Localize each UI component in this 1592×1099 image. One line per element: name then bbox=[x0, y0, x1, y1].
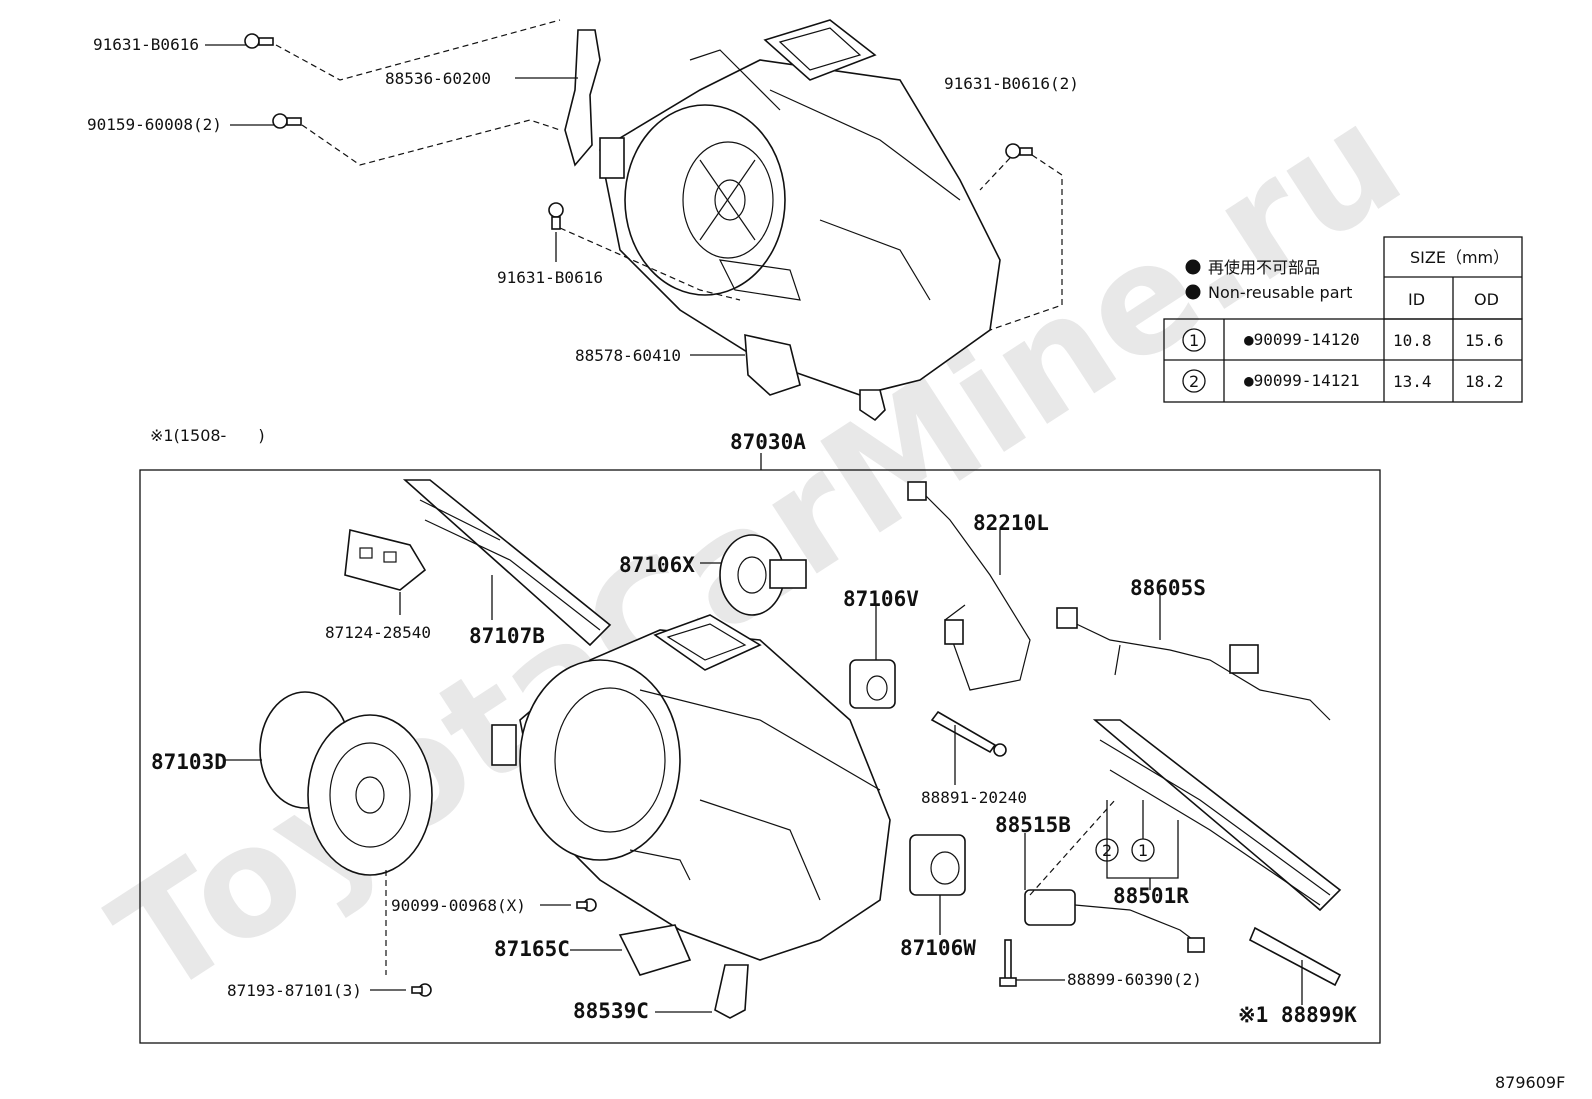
col-od: OD bbox=[1474, 290, 1499, 309]
part-label: 87107B bbox=[469, 624, 545, 648]
diagram-code: 879609F bbox=[1495, 1073, 1565, 1092]
part-label: 87106W bbox=[900, 936, 976, 960]
table-od: 18.2 bbox=[1465, 372, 1504, 391]
assembly-label: 87030A bbox=[730, 430, 806, 454]
part-label: 87103D bbox=[151, 750, 227, 774]
legend: 再使用不可部品 Non-reusable part bbox=[1185, 258, 1352, 302]
harness-drawing bbox=[907, 481, 1031, 691]
part-label: 88539C bbox=[573, 999, 649, 1023]
note-label: ※1(1508- ) bbox=[150, 426, 265, 445]
screw-icon bbox=[576, 898, 597, 912]
expansion-valve-drawing bbox=[1024, 889, 1205, 953]
evaporator-drawing bbox=[402, 479, 612, 647]
lower-heater-unit-drawing bbox=[491, 614, 891, 961]
part-label: 87165C bbox=[494, 937, 570, 961]
switch-part-drawing bbox=[344, 529, 427, 591]
legend-jp: 再使用不可部品 bbox=[1208, 258, 1320, 277]
part-label: 88578-60410 bbox=[575, 346, 681, 365]
size-table: SIZE（mm） ID OD 1 ●90099-14120 10.8 15.6 … bbox=[1163, 236, 1523, 403]
heater-core-drawing bbox=[1092, 719, 1342, 912]
part-label: 88501R bbox=[1113, 884, 1189, 908]
blower-motor-drawing bbox=[259, 691, 433, 876]
part-label: 91631-B0616(2) bbox=[944, 74, 1079, 93]
part-label: 87106V bbox=[843, 587, 919, 611]
part-label: 88899-60390(2) bbox=[1067, 970, 1202, 989]
table-part-no: ●90099-14120 bbox=[1244, 330, 1360, 349]
col-id: ID bbox=[1408, 290, 1425, 309]
part-label: 91631-B0616 bbox=[497, 268, 603, 287]
part-label: 90159-60008(2) bbox=[87, 115, 222, 134]
servo-motor-drawing bbox=[719, 534, 807, 616]
part-label: 91631-B0616 bbox=[93, 35, 199, 54]
table-part-no: ●90099-14121 bbox=[1244, 371, 1360, 390]
table-id: 10.8 bbox=[1393, 331, 1432, 350]
assembly-frame bbox=[139, 469, 1381, 1044]
screw-icon bbox=[1005, 143, 1033, 159]
drain-hose-drawing bbox=[714, 964, 749, 1019]
row-number: 1 bbox=[1189, 331, 1199, 350]
table-id: 13.4 bbox=[1393, 372, 1432, 391]
part-label: 88605S bbox=[1130, 576, 1206, 600]
part-label: 87193-87101(3) bbox=[227, 981, 362, 1000]
table-od: 15.6 bbox=[1465, 331, 1504, 350]
part-label: ※1 88899K bbox=[1238, 1003, 1357, 1027]
screw-icon bbox=[272, 113, 302, 129]
screw-icon bbox=[411, 983, 432, 997]
row-number: 2 bbox=[1189, 372, 1199, 391]
bracket-drawing bbox=[1248, 926, 1342, 987]
part-label: 87106X bbox=[619, 553, 695, 577]
screw-icon bbox=[244, 33, 274, 49]
servo-motor-drawing bbox=[909, 834, 966, 896]
part-label: 88536-60200 bbox=[385, 69, 491, 88]
part-label: 88515B bbox=[995, 813, 1071, 837]
servo-motor-drawing bbox=[849, 659, 896, 709]
size-header: SIZE（mm） bbox=[1410, 248, 1509, 267]
legend-en: Non-reusable part bbox=[1208, 283, 1352, 302]
part-label: 82210L bbox=[973, 511, 1049, 535]
sensor-drawing bbox=[930, 710, 1007, 757]
part-label: 90099-00968(X) bbox=[391, 896, 526, 915]
resistor-drawing bbox=[618, 924, 692, 976]
part-label: 88891-20240 bbox=[921, 788, 1027, 807]
bolt-icon bbox=[999, 939, 1017, 987]
circle-label: 1 bbox=[1138, 841, 1148, 860]
harness-drawing bbox=[1056, 607, 1331, 721]
part-label: 87124-28540 bbox=[325, 623, 431, 642]
screw-icon bbox=[548, 202, 564, 230]
